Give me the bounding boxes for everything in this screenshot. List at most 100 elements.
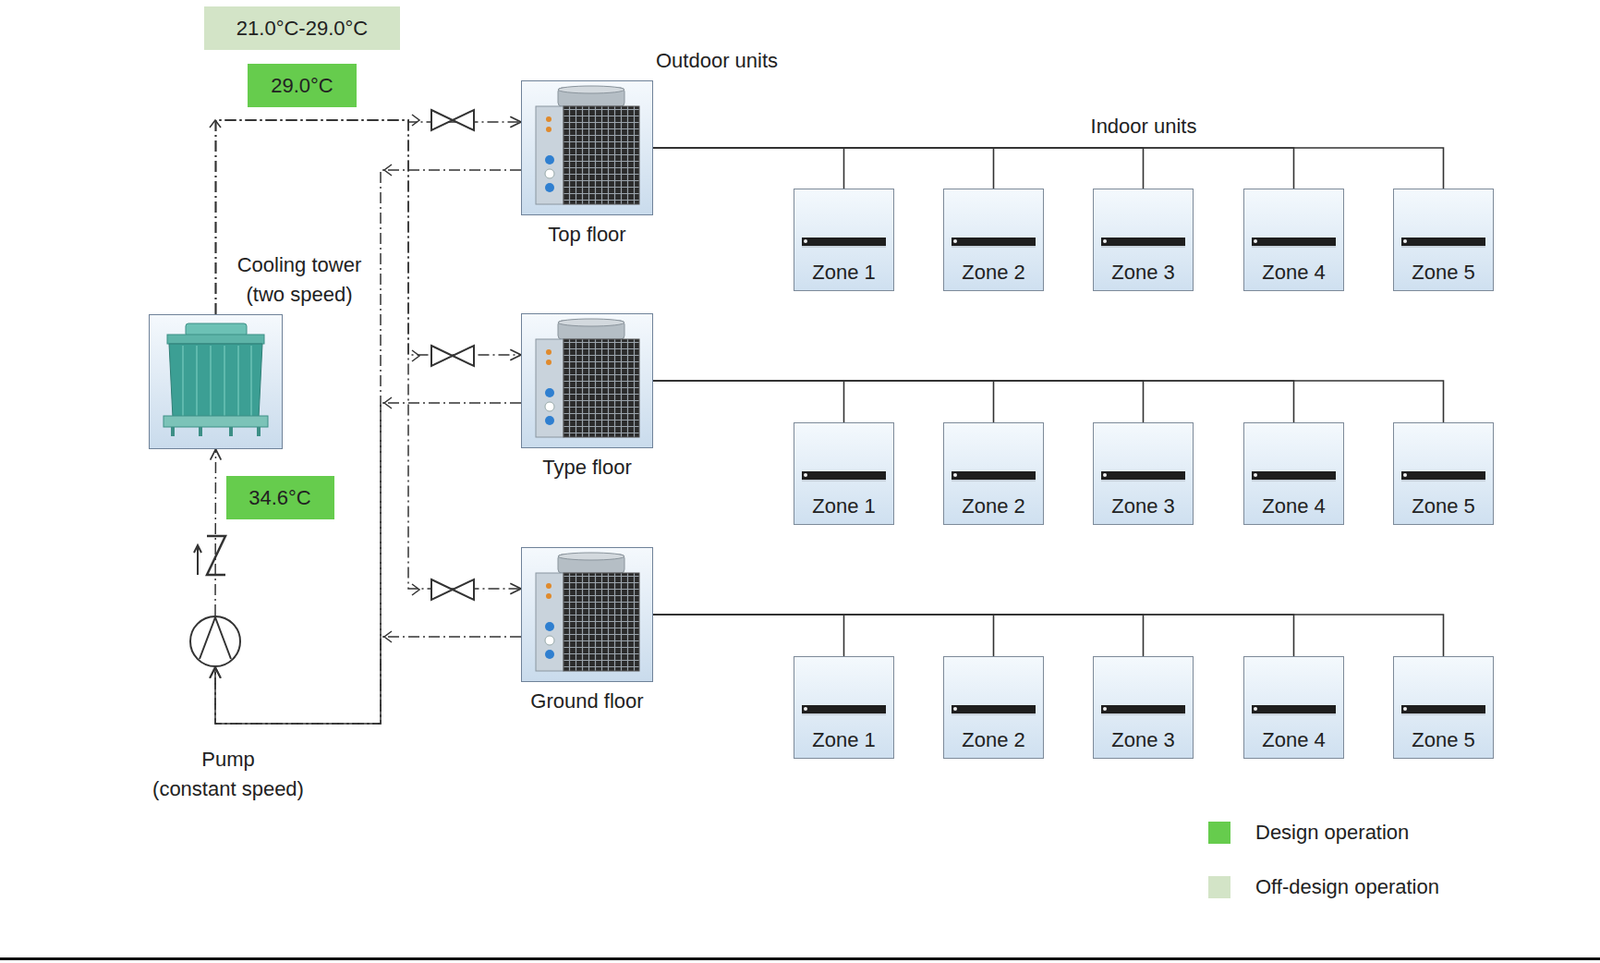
temperature-range-tag: 21.0°C-29.0°C (204, 6, 400, 50)
tower-ribs (182, 345, 252, 416)
zone-label: Zone 1 (794, 494, 894, 519)
indoor-unit-led (803, 472, 808, 477)
indoor-unit-led (1403, 239, 1407, 243)
label-box: Type floor (542, 452, 632, 483)
indoor-unit-led (1253, 706, 1258, 711)
outdoor-unit-icon (521, 313, 654, 449)
indoor-unit-led (953, 472, 958, 477)
refrigerant-line (653, 380, 994, 423)
indoor-unit-grille (801, 704, 886, 716)
temperature-value: 29.0°C (270, 73, 334, 97)
group-label: Indoor units (1090, 114, 1198, 139)
indoor-unit-led (953, 706, 958, 711)
zone-label: Zone 2 (944, 727, 1043, 752)
temperature-value: 21.0°C-29.0°C (236, 16, 368, 40)
wrap-spacer (290, 744, 310, 747)
refrigerant-line (653, 614, 845, 656)
zone-label: Zone 3 (1093, 260, 1193, 285)
zone-label: Zone 5 (1393, 494, 1493, 519)
valve-symbol (431, 109, 474, 131)
indoor-unit-led (1103, 472, 1107, 477)
label-box: Top floor (547, 219, 626, 250)
indoor-unit: Zone 1 (793, 188, 895, 291)
flow-chevron (412, 114, 420, 595)
indoor-unit: Zone 5 (1393, 422, 1494, 525)
pump: Pump (constant speed) (189, 615, 242, 667)
outdoor-unit-icon (521, 546, 654, 682)
zone-label: Zone 2 (944, 260, 1043, 285)
pump-label: Pump (constant speed) (152, 747, 304, 800)
indoor-unit-grille (1251, 237, 1336, 248)
indoor-unit-grille (1101, 237, 1186, 248)
water-pipe (215, 402, 522, 724)
refrigerant-line (653, 147, 994, 189)
zone-label: Zone 5 (1393, 727, 1493, 752)
zone-label: Zone 4 (1244, 260, 1344, 285)
indoor-unit-led (803, 239, 808, 243)
zone-label: Zone 3 (1093, 494, 1193, 519)
legend-text: Design operation (1255, 820, 1409, 845)
indoor-unit-grille (951, 237, 1036, 248)
indoor-unit: Zone 2 (943, 422, 1044, 525)
legend-swatch (1208, 821, 1231, 844)
refrigerant-line (653, 380, 1444, 423)
indoor-unit: Zone 5 (1393, 188, 1494, 291)
indoor-unit-led (1253, 472, 1258, 477)
legend-text: Off-design operation (1255, 874, 1440, 899)
indoor-unit-grille (1251, 704, 1336, 716)
indoor-unit-grille (1401, 237, 1486, 248)
indoor-unit: Zone 3 (1092, 655, 1194, 759)
bottom-rule (0, 957, 1600, 960)
indoor-unit-led (953, 239, 958, 243)
tower-legs (172, 426, 259, 437)
refrigerant-line (653, 147, 1144, 189)
temperature-value: 34.6°C (248, 485, 312, 510)
indoor-unit-grille (1401, 471, 1486, 482)
indoor-unit: Zone 3 (1092, 188, 1194, 291)
refrigerant-line (653, 614, 1295, 656)
water-pipe (215, 636, 522, 724)
label-box: Pump (constant speed) (146, 744, 310, 804)
water-pipe (214, 448, 217, 616)
indoor-unit: Zone 2 (943, 188, 1044, 291)
indoor-unit-led (1103, 239, 1107, 243)
indoor-unit-led (1403, 706, 1407, 711)
indoor-unit-grille (801, 471, 886, 482)
refrigerant-line (653, 614, 1144, 656)
zone-label: Zone 4 (1244, 727, 1344, 752)
valve-symbol (431, 345, 474, 366)
cooling-tower-icon (148, 314, 283, 449)
indoor-unit-led (803, 706, 808, 711)
connector-group (215, 120, 1444, 724)
label-box: Ground floor (530, 686, 643, 716)
refrigerant-line (653, 614, 1444, 656)
indoor-unit: Zone 3 (1092, 422, 1194, 525)
zone-label: Zone 3 (1093, 727, 1193, 752)
refrigerant-line (653, 380, 1295, 423)
temperature-tag: 34.6°C (226, 475, 335, 520)
tower-lip (167, 334, 265, 344)
indoor-unit-led (1403, 472, 1407, 477)
refrigerant-line (653, 147, 1444, 189)
wrap-spacer (146, 744, 166, 747)
tower-body (169, 343, 263, 418)
indoor-unit-led (1253, 239, 1258, 243)
unit-label: Type floor (542, 455, 632, 479)
flow-chevron (209, 120, 221, 128)
refrigerant-line (653, 380, 845, 423)
outdoor-unit: Ground floor (521, 546, 654, 682)
outdoor-unit: Type floor (521, 313, 654, 449)
indoor-unit: Zone 5 (1393, 655, 1494, 759)
indoor-unit-grille (1251, 471, 1336, 482)
indoor-unit: Zone 2 (943, 655, 1044, 759)
indoor-unit-grille (951, 471, 1036, 482)
refrigerant-line (653, 614, 994, 656)
icon-ground (148, 314, 283, 449)
zone-label: Zone 4 (1244, 494, 1344, 519)
valve-symbol (431, 579, 474, 600)
refrigerant-line (653, 380, 1144, 423)
indoor-unit: Zone 4 (1243, 655, 1345, 759)
indoor-unit-grille (1401, 704, 1486, 716)
